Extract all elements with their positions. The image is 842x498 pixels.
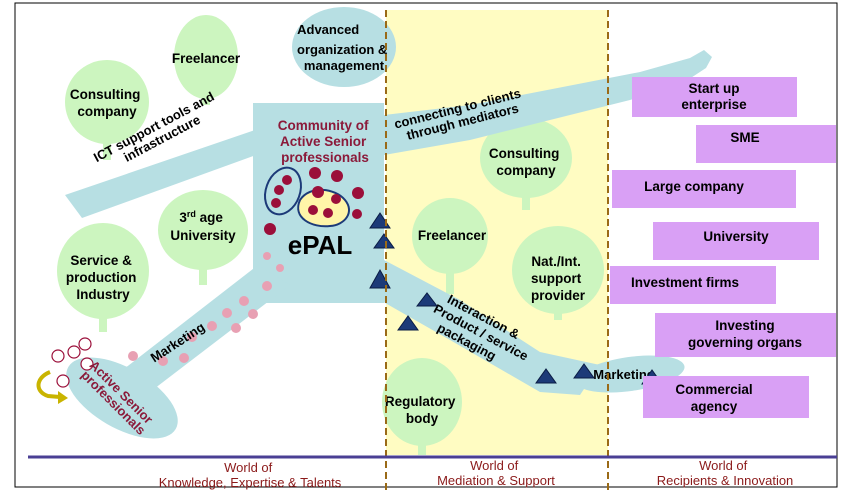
- tree-label: Consulting: [489, 146, 560, 161]
- svg-text:Freelancer: Freelancer: [418, 228, 487, 243]
- tree-label: Consulting: [70, 87, 141, 102]
- recipient-box-sme: SME: [696, 125, 836, 163]
- svg-text:Large company: Large company: [644, 179, 744, 194]
- world-knowledge-label: World of Knowledge, Expertise & Talents: [159, 460, 342, 490]
- tree-label: organization &: [297, 42, 387, 57]
- tree-label: support: [531, 271, 582, 286]
- tree-consulting-left: Consulting company: [65, 60, 149, 160]
- tree-consulting-mid: Consulting company: [480, 118, 572, 210]
- tree-nat-int: Nat./Int. support provider: [512, 226, 604, 320]
- tree-label: company: [496, 163, 556, 178]
- community-label: Community of Active Senior professionals: [278, 118, 373, 165]
- tree-freelancer-mid: Freelancer: [412, 198, 488, 294]
- tree-freelancer-left: Freelancer: [172, 15, 241, 105]
- tree-third-age: 3rd age University: [158, 190, 248, 285]
- frame-border: [14, 2, 838, 488]
- tree-label: body: [406, 411, 439, 426]
- svg-text:Nat./Int. support: Nat./Int. support provider: [531, 254, 586, 303]
- tree-service-industry: Service & production Industry: [57, 223, 149, 332]
- recipient-box-university: University: [653, 222, 819, 260]
- svg-text:Advanced organization &: Advanced organization & management: [297, 22, 391, 73]
- recipient-box-large: Large company: [612, 170, 796, 208]
- tree-label: University: [170, 228, 236, 243]
- svg-text:Investment firms: Investment firms: [631, 275, 739, 290]
- tree-label: company: [77, 104, 137, 119]
- tree-label: provider: [531, 288, 586, 303]
- tree-label: management: [304, 58, 385, 73]
- tree-label: Freelancer: [418, 228, 487, 243]
- tree-label: 3rd age: [179, 209, 223, 225]
- world-recipients-label: World of Recipients & Innovation: [657, 458, 794, 488]
- tree-label: Industry: [76, 287, 130, 302]
- tree-label: Nat./Int.: [531, 254, 581, 269]
- tree-label: production: [66, 270, 137, 285]
- community-dots: [51, 166, 364, 388]
- svg-text:Consulting company: Consulting company: [70, 87, 144, 119]
- world-mediation-label: World of Mediation & Support: [437, 458, 555, 488]
- tree-label: Service &: [70, 253, 132, 268]
- tree-label: Freelancer: [172, 51, 241, 66]
- tree-label: Advanced: [297, 22, 359, 37]
- svg-text:Consulting company: Consulting company: [489, 146, 563, 178]
- recycle-arrow-icon: [36, 370, 68, 404]
- svg-text:3rd age University: 3rd age University: [170, 209, 236, 243]
- svg-text:SME: SME: [730, 130, 759, 145]
- tree-advanced-org: Advanced organization & management: [292, 7, 396, 87]
- tree-regulatory: Regulatory body: [382, 358, 462, 455]
- svg-text:University: University: [703, 229, 769, 244]
- epal-label: ePAL: [288, 230, 353, 260]
- svg-text:Freelancer: Freelancer: [172, 51, 241, 66]
- svg-text:Regulatory body: Regulatory body: [385, 394, 459, 426]
- recipient-box-investment: Investment firms: [610, 266, 776, 304]
- tree-label: Regulatory: [385, 394, 456, 409]
- svg-text:Service & production: Service & production Industry: [66, 253, 140, 302]
